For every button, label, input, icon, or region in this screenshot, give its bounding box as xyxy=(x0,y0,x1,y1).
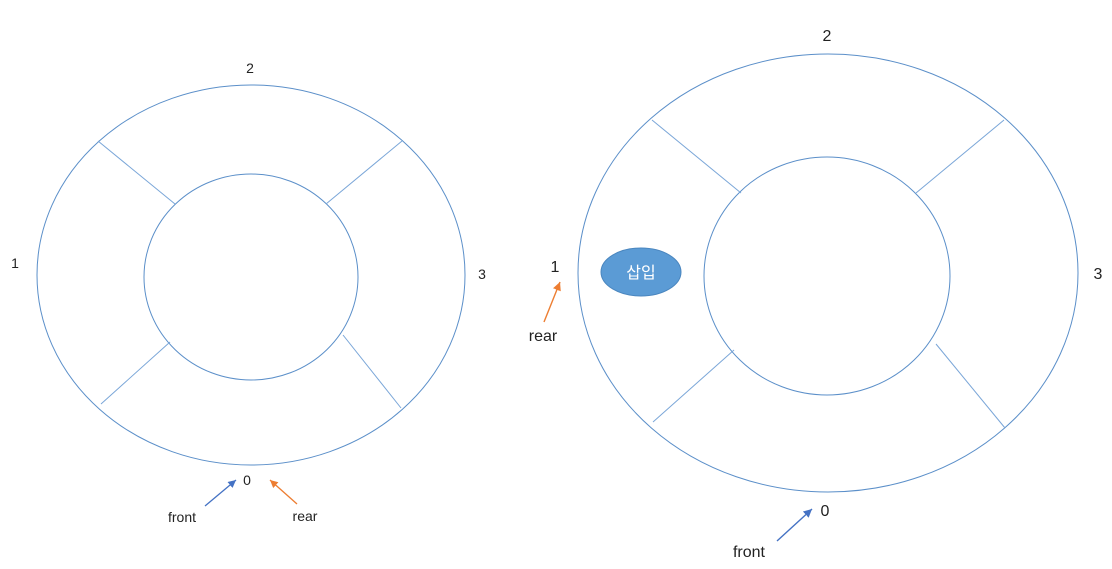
right-inner-ring xyxy=(703,156,951,396)
left-inner-ring xyxy=(143,173,359,381)
right-front-label: front xyxy=(733,544,766,561)
left-rear-label: rear xyxy=(293,508,318,524)
left-front-label: front xyxy=(168,509,196,525)
right-divider-top-right xyxy=(915,119,1005,194)
right-circular-queue: 2 1 3 0 삽입 rear front xyxy=(529,28,1103,561)
right-rear-label: rear xyxy=(529,328,558,345)
right-index-2: 2 xyxy=(823,28,832,45)
right-divider-bottom-left xyxy=(652,349,735,423)
right-divider-top-left xyxy=(651,119,742,194)
left-index-2: 2 xyxy=(246,60,254,76)
right-index-1: 1 xyxy=(551,259,560,276)
right-front-arrow xyxy=(776,508,813,542)
right-divider-bottom-right xyxy=(935,343,1006,429)
insert-badge xyxy=(600,247,682,297)
left-rear-arrow xyxy=(269,479,298,505)
right-index-3: 3 xyxy=(1094,266,1103,283)
left-divider-top-left xyxy=(97,140,176,205)
left-outer-ring xyxy=(36,84,466,466)
left-divider-bottom-right xyxy=(342,334,402,409)
left-index-0: 0 xyxy=(243,472,251,488)
left-divider-bottom-left xyxy=(100,341,171,405)
left-divider-top-right xyxy=(325,140,403,205)
left-index-3: 3 xyxy=(478,266,486,282)
left-index-1: 1 xyxy=(11,255,19,271)
right-index-0: 0 xyxy=(821,503,830,520)
left-front-arrow xyxy=(204,479,237,507)
right-outer-ring xyxy=(577,53,1079,493)
left-circular-queue: 2 1 3 0 front rear xyxy=(11,60,486,525)
insert-badge-label: 삽입 xyxy=(626,263,655,282)
right-rear-arrow xyxy=(543,281,561,323)
